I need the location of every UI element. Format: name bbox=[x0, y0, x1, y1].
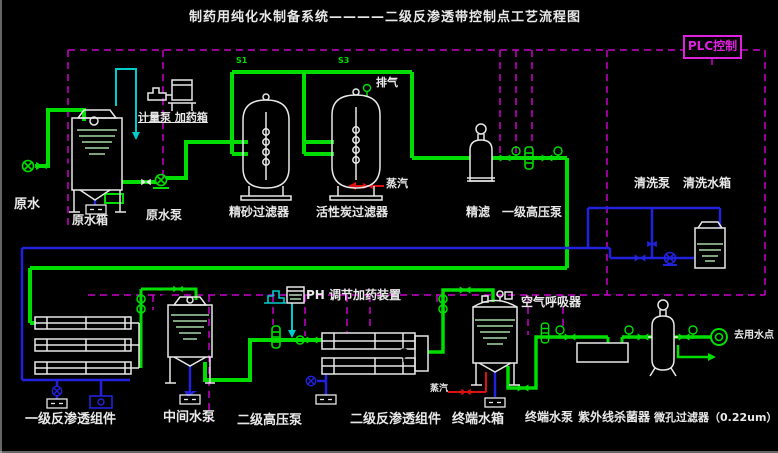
label-raw-water-pump: 原水泵 bbox=[146, 208, 183, 222]
steam-arrow bbox=[348, 182, 356, 190]
intermediate-tank bbox=[160, 294, 224, 384]
label-exhaust: 排气 bbox=[376, 76, 398, 89]
label-fine-filter: 精滤 bbox=[466, 205, 491, 219]
pipe-tag-s1: S1 bbox=[236, 56, 248, 65]
dosing-arrow bbox=[132, 132, 140, 140]
plc-box bbox=[683, 35, 742, 59]
equipment bbox=[34, 79, 726, 386]
tank-levels bbox=[77, 129, 723, 345]
stage2-hp-pump-icon bbox=[271, 325, 281, 349]
label-ro1: 一级反渗透组件 bbox=[25, 412, 117, 427]
label-terminal-pump: 终端水泵 bbox=[525, 410, 574, 424]
label-terminal-tank: 终端水箱 bbox=[452, 412, 505, 427]
raw-water-tank bbox=[61, 109, 126, 213]
cleaning-drain-pump-icon bbox=[51, 385, 63, 397]
terminal-pump-icon bbox=[540, 322, 550, 344]
air-breather-icon bbox=[496, 290, 513, 301]
stage1-hp-pump-icon bbox=[524, 146, 534, 170]
metering-pump-icon bbox=[147, 87, 172, 101]
label-cleaning-tank: 清洗水箱 bbox=[683, 176, 732, 190]
label-uv-sterilizer: 紫外线杀菌器 bbox=[578, 410, 651, 424]
plc-control-label: PLC控制 bbox=[687, 39, 738, 53]
raw-water-inlet-pump-icon bbox=[21, 159, 35, 173]
blue-fittings bbox=[51, 240, 677, 409]
carbon-filter-vessel bbox=[329, 88, 383, 201]
flow-arrow bbox=[708, 353, 716, 361]
label-raw-water: 原水 bbox=[14, 197, 41, 212]
label-use-point: 去用水点 bbox=[734, 330, 774, 341]
ro2-modules bbox=[321, 332, 429, 375]
label-ph-dosing: PH 调节加药装置 bbox=[306, 288, 402, 302]
cyan-dosing-pipes bbox=[115, 68, 293, 330]
cleaning-tank bbox=[694, 221, 726, 269]
label-air-breather: 空气呼吸器 bbox=[521, 295, 582, 309]
label-steam-terminal: 蒸汽 bbox=[430, 384, 449, 394]
ro1-modules bbox=[34, 316, 140, 375]
diagram-title: 制药用纯化水制备系统————二级反渗透带控制点工艺流程图 bbox=[188, 10, 581, 25]
dosing-tank bbox=[168, 79, 196, 111]
green-fittings bbox=[21, 83, 728, 392]
label-steam-carbon: 蒸汽 bbox=[386, 177, 408, 190]
label-carbon-filter: 活性炭过滤器 bbox=[316, 205, 389, 219]
sand-filter-vessel bbox=[240, 93, 292, 201]
ph-dosing-arrow bbox=[288, 330, 296, 338]
terminal-tank bbox=[462, 290, 528, 386]
ph-dosing-unit bbox=[264, 290, 286, 304]
exhaust-valve-icon bbox=[362, 83, 372, 96]
label-metering-pump-dosing-tank: 计量泵 加药箱 bbox=[138, 111, 208, 124]
label-raw-water-tank: 原水箱 bbox=[72, 213, 109, 227]
label-cleaning-pump: 清洗泵 bbox=[634, 176, 671, 190]
micro-filter-vessel bbox=[648, 299, 678, 377]
plc-control-lines bbox=[67, 49, 766, 425]
use-point-pump-icon bbox=[710, 328, 728, 346]
fine-filter-vessel bbox=[467, 123, 495, 182]
pipe-tag-s3: S3 bbox=[338, 56, 350, 65]
label-ro2: 二级反渗透组件 bbox=[350, 412, 442, 427]
ph-dosing-tank bbox=[286, 286, 305, 304]
label-hp-pump1: 一级高压泵 bbox=[502, 205, 563, 219]
label-micro-filter: 微孔过滤器（0.22um） bbox=[654, 411, 778, 424]
drain-symbols bbox=[46, 204, 506, 409]
blue-pipes bbox=[20, 200, 722, 399]
uv-sterilizer-box bbox=[576, 342, 629, 363]
label-mid-pump: 中间水泵 bbox=[163, 410, 216, 425]
ro2-drain-pump-icon bbox=[305, 375, 317, 387]
label-hp-pump2: 二级高压泵 bbox=[237, 413, 303, 428]
label-sand-filter: 精砂过滤器 bbox=[229, 205, 290, 219]
raw-water-pump-icon bbox=[154, 173, 168, 187]
